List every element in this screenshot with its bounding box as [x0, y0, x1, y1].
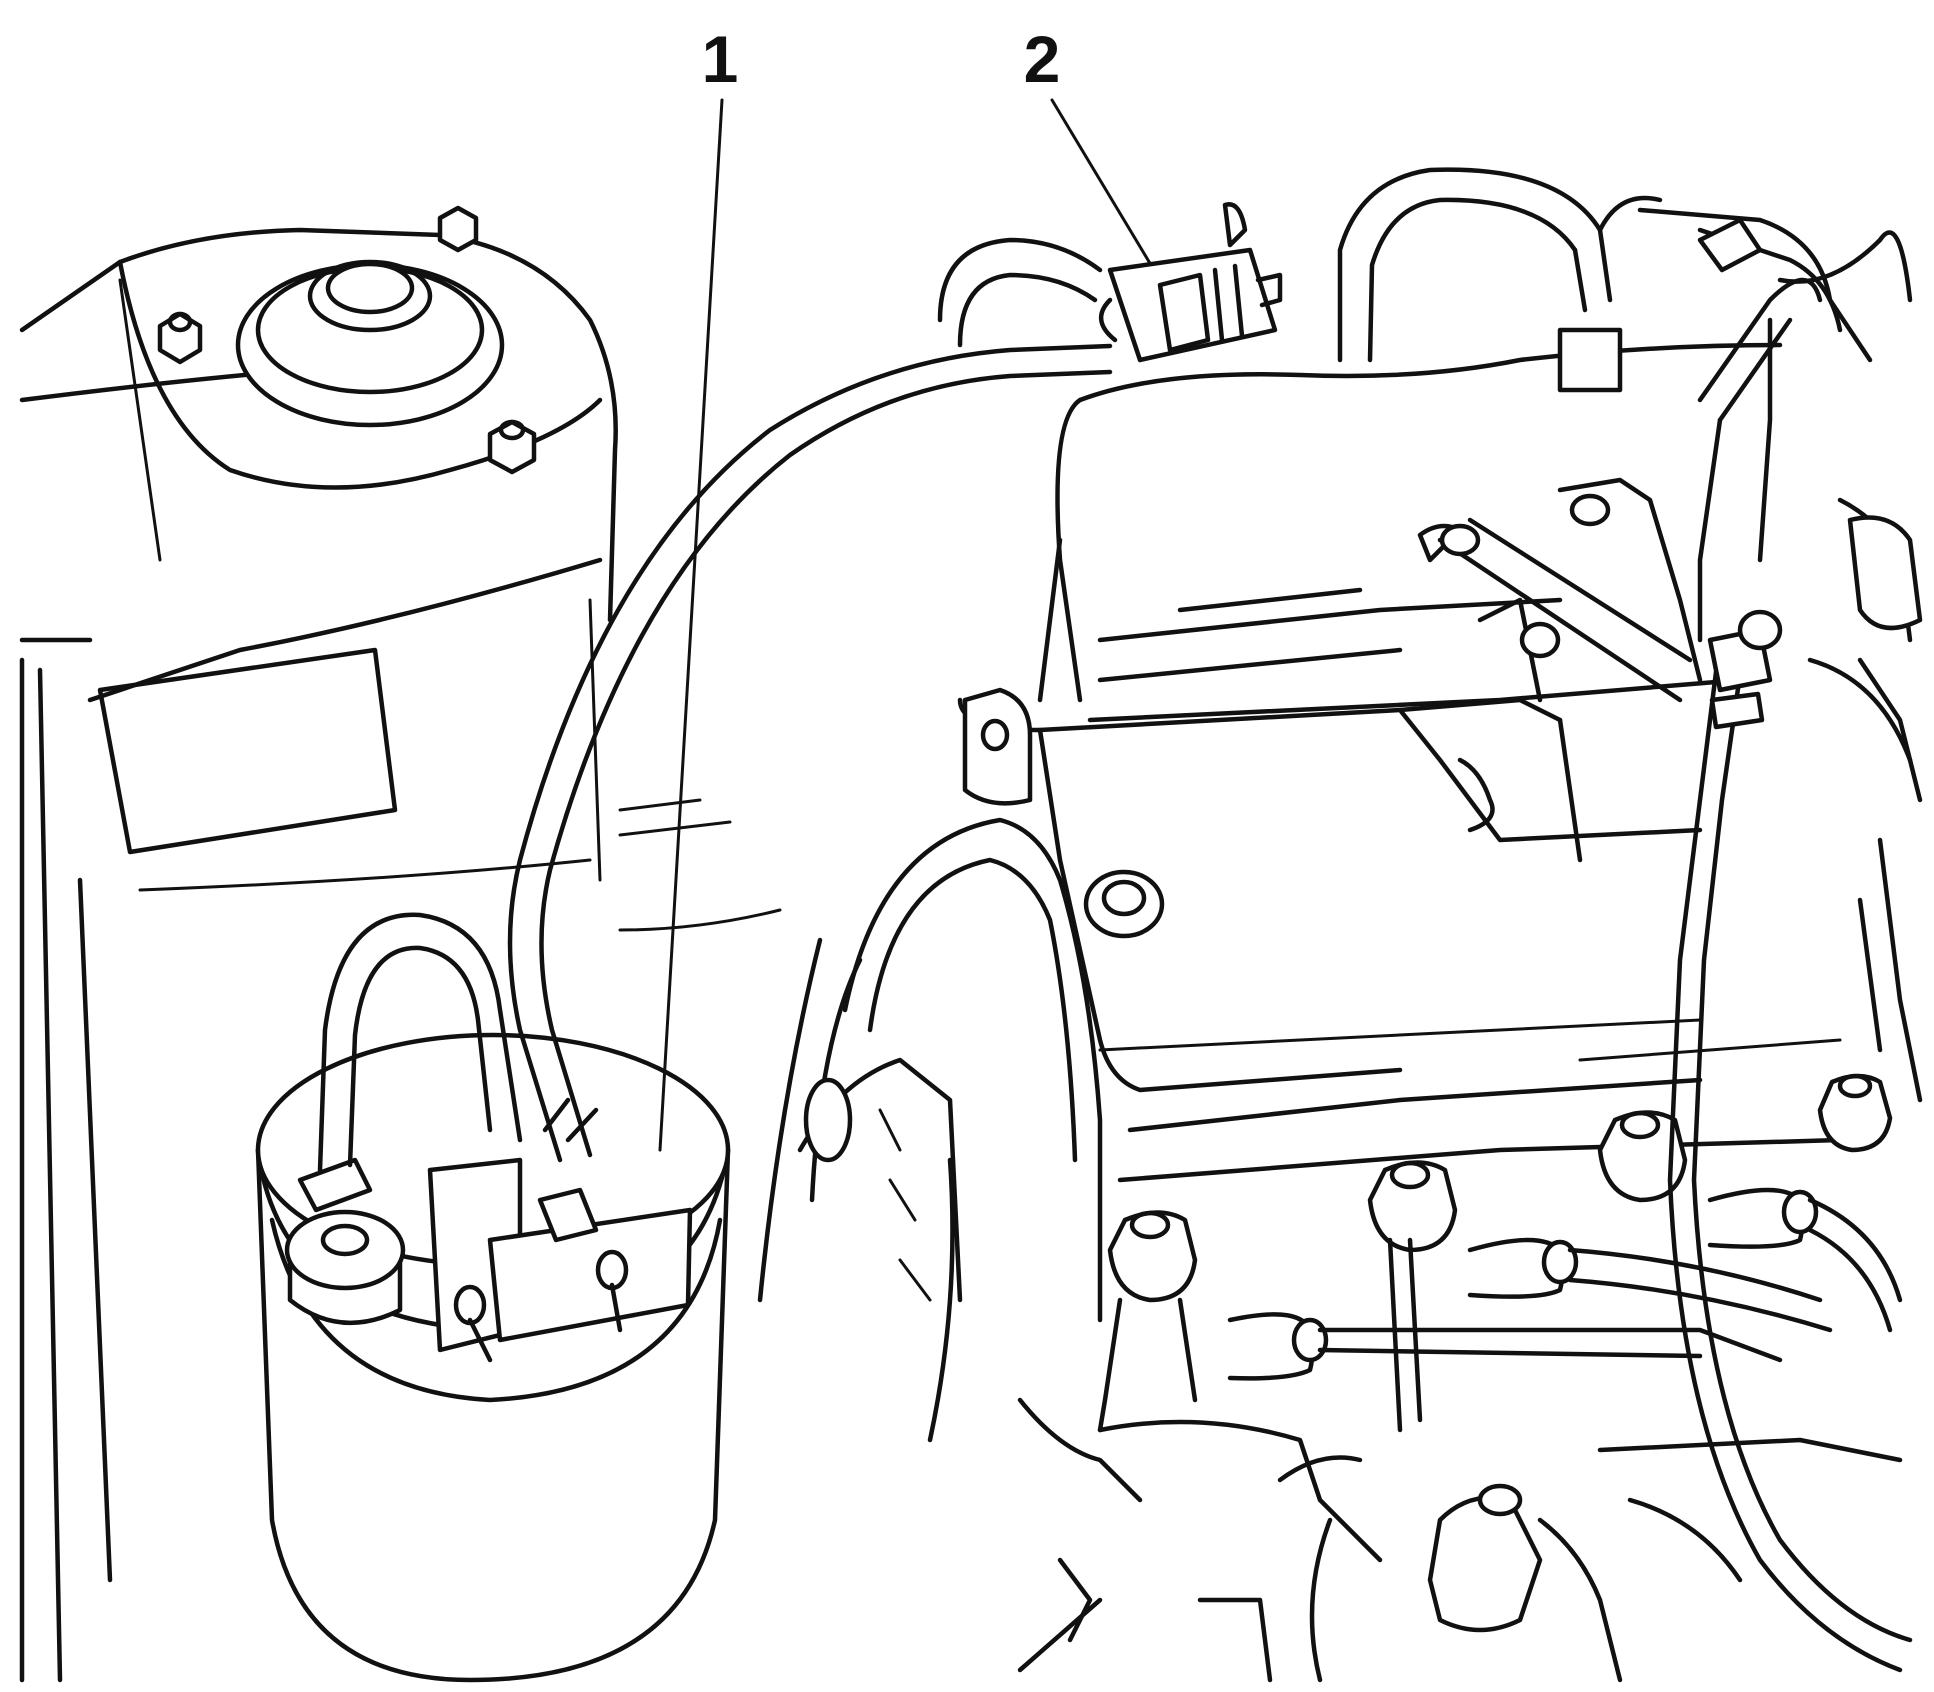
cam-cover: [957, 687, 1843, 1183]
engine-block-lower: [1097, 1419, 1903, 1683]
strut-tower: [19, 205, 782, 1683]
callout-1: 1: [658, 22, 739, 1152]
callout-label-2: 2: [1024, 22, 1061, 96]
intake-manifold: [937, 167, 1913, 723]
callout-2: 2: [1024, 22, 1162, 282]
right-edge-components: [1807, 497, 1923, 1103]
timing-cover: [757, 817, 1143, 1673]
callout-label-1: 1: [702, 22, 739, 96]
fuel-vapour-canister: [255, 1032, 731, 1683]
canister-hoses: [317, 343, 1113, 1173]
cam-cover-bolt: [1083, 869, 1165, 939]
vacuum-hose-right: [1667, 277, 1913, 1673]
fuel-injectors: [1097, 1073, 1903, 1433]
purge-solenoid-valve: [1099, 202, 1283, 363]
